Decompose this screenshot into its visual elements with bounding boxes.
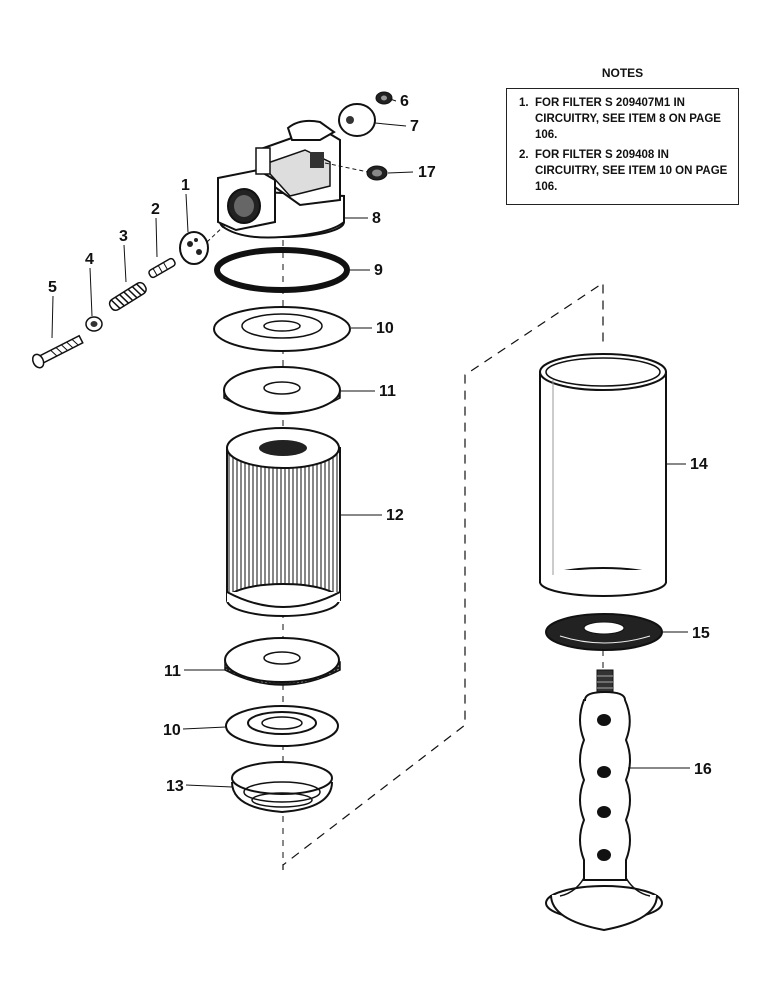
filter-head-part	[217, 119, 345, 239]
callout-2: 2	[151, 201, 160, 218]
callout-9: 9	[374, 262, 383, 279]
valve-plate-part	[179, 231, 209, 265]
note-number: 1.	[519, 97, 529, 109]
callout-8: 8	[372, 210, 381, 227]
washer-lower-part	[225, 705, 339, 747]
washer-upper-part	[213, 306, 351, 352]
callout-3: 3	[119, 228, 128, 245]
callout-7: 7	[410, 118, 419, 135]
plug-part	[366, 165, 388, 181]
callout-16: 16	[694, 761, 712, 778]
small-nut-part	[375, 91, 393, 105]
callout-1: 1	[181, 177, 190, 194]
callout-14: 14	[690, 456, 708, 473]
callout-5: 5	[48, 279, 57, 296]
center-tube-part	[545, 669, 663, 932]
bolt-part	[31, 334, 84, 369]
leader-lines	[51, 98, 690, 788]
note-text: FOR FILTER S 209407M1 IN CIRCUITRY, SEE …	[535, 97, 721, 141]
callout-12: 12	[386, 507, 404, 524]
disc-part	[338, 103, 376, 137]
callout-17: 17	[418, 164, 436, 181]
gasket-lower-part	[224, 637, 341, 686]
callout-6: 6	[400, 93, 409, 110]
assembly-relation-line	[282, 281, 604, 870]
filter-element-part	[226, 427, 341, 617]
callout-10-upper: 10	[376, 320, 394, 337]
notes-title: NOTES	[601, 66, 644, 80]
pin-part	[148, 257, 176, 279]
gasket-upper-part	[223, 366, 341, 415]
callout-13: 13	[166, 778, 184, 795]
callout-11-upper: 11	[379, 383, 396, 400]
o-ring-part	[214, 247, 350, 293]
notes-box: 1. FOR FILTER S 209407M1 IN CIRCUITRY, S…	[506, 88, 739, 205]
callout-15: 15	[692, 625, 710, 642]
housing-canister-part	[539, 353, 667, 597]
callout-11-lower: 11	[164, 663, 181, 680]
note-text: FOR FILTER S 209408 IN CIRCUITRY, SEE IT…	[535, 149, 728, 193]
spring-washer-part	[545, 613, 663, 651]
spring-part	[108, 281, 147, 312]
nut-part	[85, 316, 103, 332]
cap-seal-part	[231, 761, 333, 814]
callout-10-lower: 10	[163, 722, 181, 739]
note-number: 2.	[519, 149, 529, 161]
callout-4: 4	[85, 251, 94, 268]
